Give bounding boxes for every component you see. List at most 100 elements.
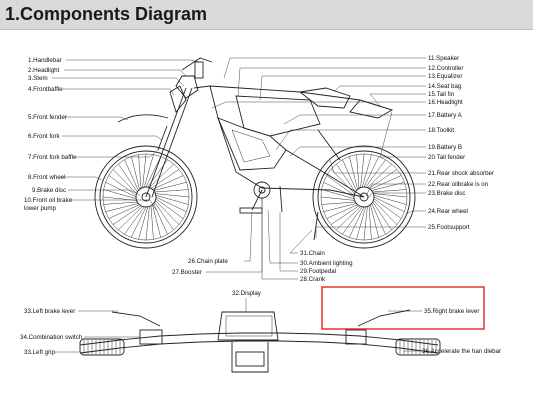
wheel-spoke — [155, 196, 187, 212]
wheel-spoke — [373, 193, 408, 198]
label-battery-a: 17.Battery A — [428, 112, 463, 119]
wheel-spoke — [336, 163, 356, 193]
front-wheel — [94, 145, 198, 249]
wheel-spoke — [155, 200, 180, 225]
wheel-spoke — [373, 200, 398, 225]
wheel-spoke — [323, 182, 355, 198]
left-grip — [79, 338, 125, 356]
handlebar-assembly — [169, 57, 213, 113]
wheel-spoke — [342, 206, 363, 235]
throttle-housing — [345, 329, 367, 345]
wheel-spoke — [155, 195, 189, 205]
highlight-box — [321, 286, 485, 330]
wheel-spoke — [105, 182, 137, 198]
left-brake-lever — [111, 311, 161, 327]
wheel-spoke — [373, 195, 407, 205]
wheel-spoke — [330, 205, 360, 225]
wheel-spoke — [145, 206, 150, 241]
right-grip — [395, 338, 441, 356]
wheel-spoke — [103, 201, 138, 205]
label-speaker: 11.Speaker — [428, 55, 459, 62]
label-accelerate-handlebar: 36.Accelerate the han dlebar — [422, 348, 501, 355]
label-right-brake-lever: 35.Right brake lever — [424, 308, 479, 315]
wheel-spoke — [373, 196, 405, 212]
wheel-spoke — [370, 204, 379, 238]
wheel-spoke — [326, 175, 355, 196]
wheel-spoke — [153, 203, 168, 235]
wheel-spoke — [371, 182, 405, 191]
label-headlight: 2.Headlight — [28, 67, 60, 74]
label-chain-plate: 26.Chain plate — [188, 258, 228, 265]
label-tail-fender: 20.Tail fender — [428, 154, 465, 161]
wheel-spoke — [371, 203, 386, 235]
label-combination-switch: 34.Combination switch — [20, 334, 83, 341]
wheel-spoke — [360, 153, 365, 188]
wheel-spoke — [363, 206, 368, 241]
label-seat-bag: 14.Seat bag — [428, 83, 462, 90]
front-fork — [145, 87, 193, 198]
wheel-spoke — [155, 193, 190, 198]
wheel-spoke — [112, 205, 142, 225]
crank-pedal — [239, 181, 319, 241]
label-chain: 31.Chain — [300, 250, 325, 257]
wheel-spoke — [124, 159, 139, 191]
wheel-spoke — [370, 175, 402, 190]
wheel-spoke — [342, 159, 357, 191]
label-controller: 12.Controller — [428, 65, 463, 72]
wheel-spoke — [142, 153, 147, 188]
wheel-spoke — [131, 156, 140, 190]
wheel-spoke — [112, 169, 137, 194]
wheel-spoke — [149, 163, 174, 188]
label-crank: 28.Crank — [300, 276, 326, 283]
bike-illustration — [94, 57, 416, 249]
label-left-grip: 33.Left grip — [24, 349, 56, 356]
label-footpedal: 29.Footpedal — [300, 268, 336, 275]
wheel-spoke — [373, 198, 402, 219]
wheel-spoke — [372, 201, 392, 231]
wheel-spoke — [105, 203, 139, 212]
wheel-spoke — [153, 182, 187, 191]
handlebar-detail — [79, 309, 441, 373]
label-tail-fin: 15.Tail fin — [428, 91, 455, 98]
wheel-spoke — [330, 169, 355, 194]
wheel-spoke — [356, 206, 366, 240]
label-brake-disc-rear: 23.Brake disc — [428, 190, 466, 197]
wheel-spoke — [138, 206, 148, 240]
wheel-spoke — [363, 156, 379, 188]
label-display: 32.Display — [232, 290, 262, 297]
wheel-spoke — [150, 169, 180, 189]
wheel-spoke — [144, 154, 154, 188]
leader-lines — [52, 57, 426, 353]
wheel-spoke — [145, 156, 161, 188]
page-title: 1.Components Diagram — [5, 4, 208, 24]
wheel-spoke — [108, 175, 137, 196]
label-footsupport: 25.Footsupport — [428, 224, 470, 231]
label-rear-wheel: 24.Rear wheel — [428, 208, 468, 215]
right-brake-lever — [357, 309, 411, 327]
display-unit — [217, 311, 279, 341]
label-front-oil-brake: 10.Front oil brake — [24, 197, 73, 204]
wheel-spoke — [108, 204, 140, 219]
wheel-spoke — [118, 163, 138, 193]
label-headlight-rear: 16.Headlight — [428, 99, 463, 106]
label-ambient-lighting: 30.Ambient lighting — [300, 260, 353, 267]
label-stem: 3.Stem — [28, 75, 48, 82]
wheel-spoke — [321, 201, 356, 205]
wheel-spoke — [155, 198, 184, 219]
wheel-spoke — [131, 206, 147, 238]
wheel-spoke — [321, 189, 355, 199]
wheel-spoke — [323, 203, 357, 212]
label-booster: 27.Booster — [172, 269, 202, 276]
wheel-spoke — [365, 159, 386, 188]
label-rear-oilbrake: 22.Rear oilbrake is on — [428, 181, 489, 188]
label-toolkit: 18.Toolkit — [428, 127, 454, 134]
wheel-spoke — [326, 204, 358, 219]
wheel-spoke — [349, 206, 365, 238]
label-lower-pump: lower pump — [24, 205, 57, 212]
frame — [193, 85, 394, 198]
label-rear-shock: 21.Rear shock absorber — [428, 170, 494, 177]
label-brake-disc-front: 9.Brake disc — [32, 187, 66, 194]
rear-wheel — [312, 145, 416, 249]
wheel-spoke — [124, 206, 145, 235]
